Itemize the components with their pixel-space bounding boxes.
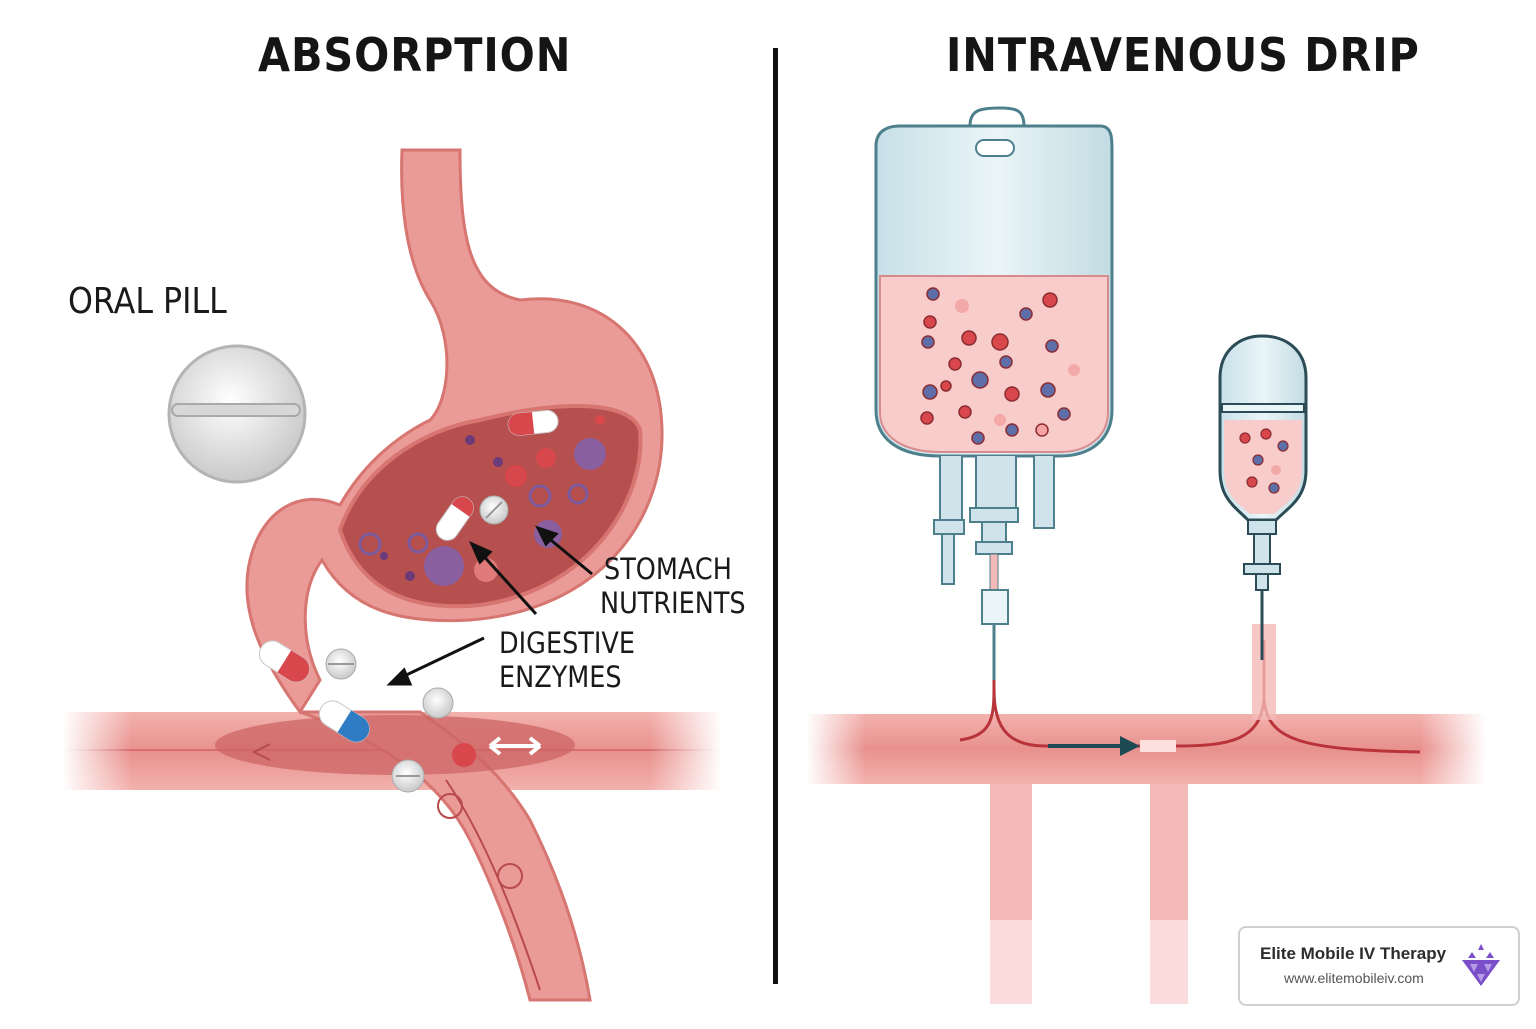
intravenous-drip-title: INTRAVENOUS DRIP bbox=[946, 28, 1420, 82]
oral-pill-icon bbox=[167, 344, 307, 484]
absorption-title: ABSORPTION bbox=[258, 28, 572, 82]
iv-vial-icon bbox=[1218, 334, 1308, 660]
enzymes-arrow bbox=[399, 636, 485, 680]
brand-url: www.elitemobileiv.com bbox=[1284, 970, 1424, 986]
nutrients-arrow bbox=[478, 550, 538, 616]
brand-badge[interactable]: Elite Mobile IV Therapy www.elitemobilei… bbox=[1238, 926, 1520, 1006]
brand-name: Elite Mobile IV Therapy bbox=[1260, 944, 1447, 963]
enzymes-label: ENZYMES bbox=[499, 660, 622, 694]
panel-divider bbox=[773, 48, 778, 984]
oral-pill-label: ORAL PILL bbox=[68, 281, 227, 322]
stomach-arrow bbox=[545, 534, 593, 576]
iv-bag-icon bbox=[874, 106, 1114, 680]
digestive-illustration bbox=[62, 148, 722, 1002]
stomach-label: STOMACH bbox=[604, 552, 732, 586]
nutrients-label: NUTRIENTS bbox=[600, 586, 746, 620]
digestive-label: DIGESTIVE bbox=[499, 626, 635, 660]
brand-logo-icon bbox=[1462, 944, 1500, 986]
iv-illustration bbox=[806, 106, 1486, 1024]
